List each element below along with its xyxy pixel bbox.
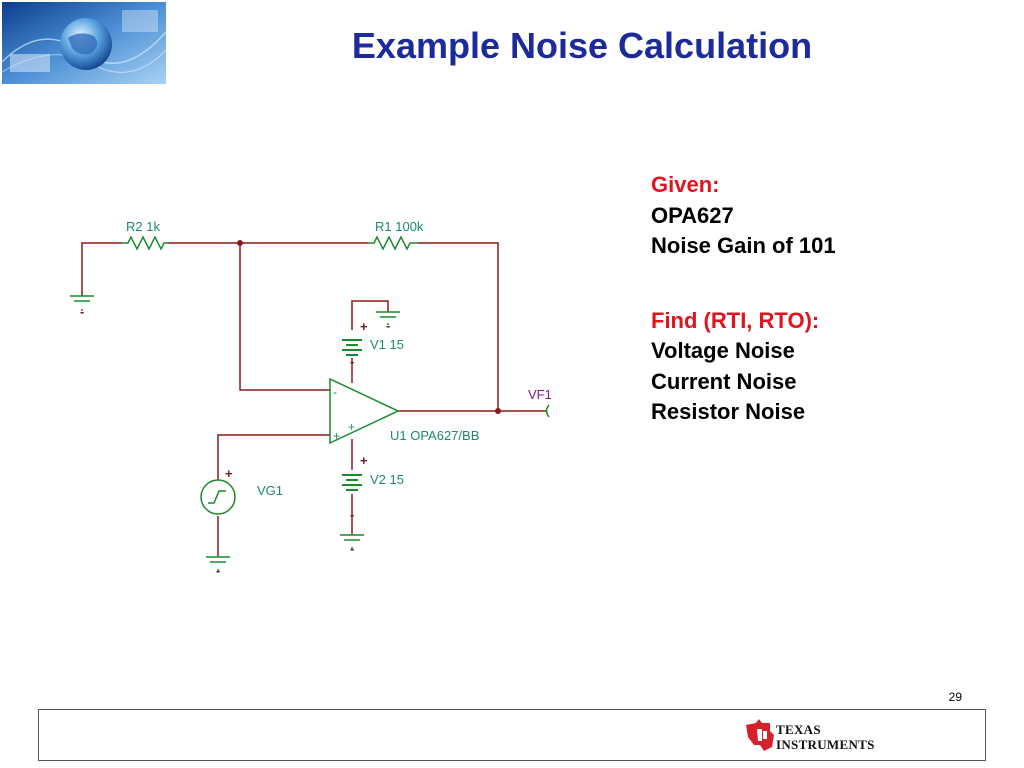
wires [81,242,546,557]
page-number: 29 [948,690,962,704]
find-item: Voltage Noise [651,338,795,363]
opamp-label: U1 OPA627/BB [390,428,479,443]
battery-v2 [342,474,362,491]
opamp-inverting-pin: - [333,385,337,399]
ground-symbol [70,295,94,311]
junction-dot [495,408,501,414]
info-panel: Given: OPA627 Noise Gain of 101 Find (RT… [651,170,836,428]
output-probe-vf1 [545,404,550,418]
resistor-r1 [368,235,418,251]
ground-minus-sign: - [350,541,354,556]
r1-label: R1 100k [375,219,424,234]
vg1-plus-sign: + [225,466,233,481]
find-item: Resistor Noise [651,399,806,424]
find-heading: Find (RTI, RTO): [651,307,820,333]
v2-plus-sign: + [360,453,368,468]
ground-minus-sign: - [80,304,84,319]
slide-title: Example Noise Calculation [351,25,813,66]
ground-minus-sign: - [386,318,390,333]
given-item: OPA627 [651,202,734,228]
opamp-triangle [329,377,400,445]
resistor-r2 [122,235,168,251]
opamp-noninverting-pin: + [333,429,340,443]
texas-instruments-logo-icon [746,719,774,751]
ti-wordmark: Texas Instruments [776,722,875,752]
v1-label: V1 15 [370,337,404,352]
v2-minus-sign: - [350,507,354,522]
junction-dot [237,240,243,246]
signal-source-vg1 [200,479,236,515]
ti-wordmark-line1: Texas [776,722,821,737]
header-banner-image [2,2,166,84]
footer-bar [38,709,986,761]
vf1-label: VF1 [528,387,552,402]
v1-plus-sign: + [360,319,368,334]
find-item: Current Noise [651,368,797,394]
v2-label: V2 15 [370,472,404,487]
ground-symbol [206,556,230,571]
battery-v1 [342,339,362,356]
opamp-supply-pin: + [348,420,355,434]
ti-wordmark-line2: Instruments [776,737,875,752]
given-heading: Given: [651,172,720,197]
vg1-label: VG1 [257,483,283,498]
ground-minus-sign: - [216,563,220,578]
ground-symbol [376,311,400,325]
r2-label: R2 1k [126,219,160,234]
given-item: Noise Gain of 101 [651,233,836,258]
ground-symbol [340,534,364,549]
v1-minus-sign: - [350,354,354,369]
